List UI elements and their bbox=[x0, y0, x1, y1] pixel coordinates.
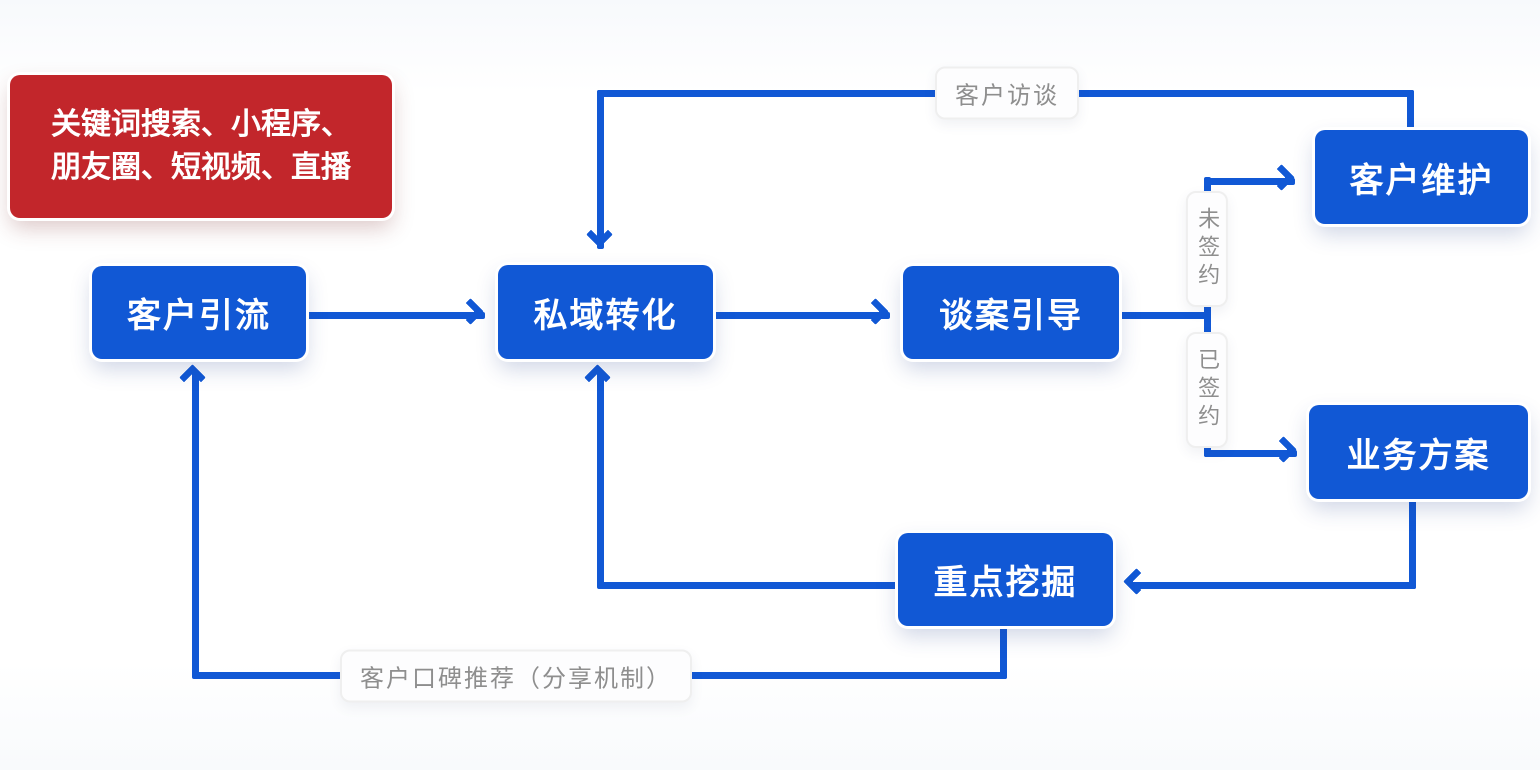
node-label: 私域转化 bbox=[533, 296, 678, 335]
note-traffic-channels: 关键词搜索、小程序、 朋友圈、短视频、直播 bbox=[10, 75, 392, 218]
edge-proposal-to-mining bbox=[1130, 582, 1416, 589]
node-label: 客户引流 bbox=[127, 297, 271, 335]
arrowhead-into-conversion-bottom bbox=[584, 364, 611, 391]
arrowhead-into-guidance-left bbox=[862, 298, 889, 325]
node-customer-maintenance: 客户维护 bbox=[1315, 130, 1528, 224]
edge-referral-up bbox=[192, 370, 199, 676]
edge-proposal-down bbox=[1409, 497, 1416, 589]
arrowhead-into-conversion-top bbox=[586, 221, 613, 248]
node-label: 谈案引导 bbox=[939, 297, 1083, 335]
edge-guidance-to-split bbox=[1118, 312, 1211, 319]
node-label: 业务方案 bbox=[1346, 436, 1491, 475]
edge-label-signed: 已签约 bbox=[1185, 332, 1229, 448]
edge-interview-down bbox=[597, 90, 604, 249]
edge-acquisition-to-conversion bbox=[306, 312, 485, 319]
edge-label-not-signed: 未签约 bbox=[1185, 191, 1229, 307]
node-case-guidance: 谈案引导 bbox=[903, 266, 1119, 359]
node-key-mining: 重点挖掘 bbox=[898, 533, 1113, 626]
node-business-proposal: 业务方案 bbox=[1309, 405, 1528, 499]
node-customer-acquisition: 客户引流 bbox=[92, 266, 306, 359]
node-private-domain-conversion: 私域转化 bbox=[498, 265, 713, 359]
edge-mining-down bbox=[1000, 623, 1007, 679]
edge-label-customer-interview: 客户访谈 bbox=[935, 66, 1079, 120]
note-line-2: 朋友圈、短视频、直播 bbox=[51, 150, 351, 184]
edge-conversion-to-guidance bbox=[712, 312, 890, 319]
arrowhead-into-mining-right bbox=[1123, 568, 1150, 595]
node-label: 重点挖掘 bbox=[933, 564, 1078, 602]
arrowhead-into-maintenance-left bbox=[1268, 164, 1295, 191]
edge-mining-to-conversion-horizontal bbox=[597, 582, 898, 589]
edge-maintenance-up bbox=[1407, 90, 1414, 135]
edge-split-to-proposal bbox=[1204, 450, 1297, 457]
edge-label-referral: 客户口碑推荐（分享机制） bbox=[340, 649, 692, 703]
edge-split-to-maintenance bbox=[1204, 178, 1295, 185]
edge-mining-to-conversion-vertical bbox=[597, 370, 604, 586]
arrowhead-into-acquisition-bottom bbox=[179, 364, 206, 391]
node-label: 客户维护 bbox=[1349, 161, 1494, 200]
arrowhead-into-conversion-left bbox=[457, 298, 484, 325]
note-line-1: 关键词搜索、小程序、 bbox=[51, 107, 351, 141]
arrowhead-into-proposal-left bbox=[1270, 436, 1297, 463]
edge-split-vertical bbox=[1204, 177, 1211, 457]
